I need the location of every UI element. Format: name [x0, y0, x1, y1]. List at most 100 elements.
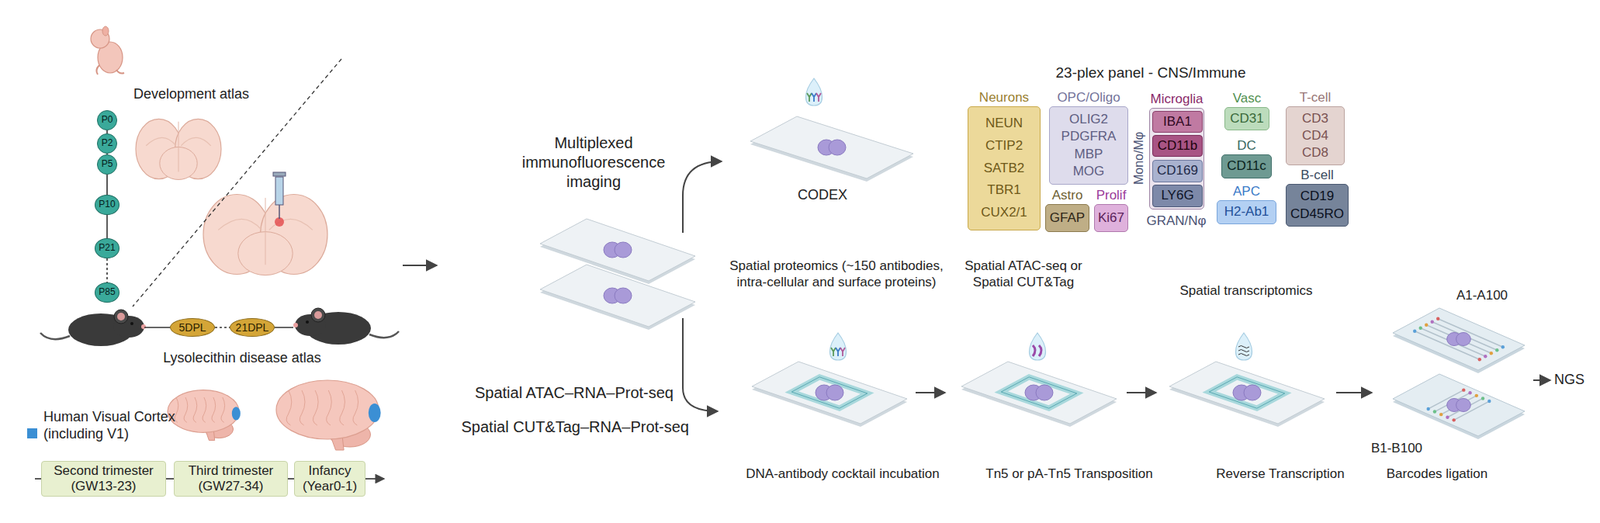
microchannel [1437, 318, 1504, 347]
node-text: P85 [98, 286, 115, 299]
group-heading: Neurons [979, 90, 1029, 106]
slide-face [961, 361, 1117, 424]
flow-arrow [1336, 391, 1372, 394]
microchannel [1414, 331, 1480, 360]
pup-ear [102, 26, 109, 36]
group-heading: B-cell [1300, 167, 1334, 184]
outlet [1481, 396, 1485, 400]
timeline-point: P5 [96, 154, 118, 175]
connector [214, 326, 230, 329]
marker-group-box: NeuronsNEUNCTIP2SATB2TBR1CUX2/1 [967, 106, 1041, 231]
drop-outline [1236, 332, 1253, 361]
gasket [791, 377, 868, 409]
connector [106, 174, 108, 195]
legend-swatch [27, 428, 38, 439]
marker-group-box: MicrogliaIBA1CD11bCD169LY6G [1149, 107, 1205, 210]
visual-cortex [232, 406, 241, 420]
visual-cortex [368, 403, 381, 423]
node-text: P0 [101, 114, 114, 127]
dashed-divider [132, 58, 342, 307]
antibody-icon [831, 347, 836, 357]
glass-slide [750, 116, 914, 182]
gyrus [312, 390, 319, 426]
barcode-chip [1392, 308, 1525, 374]
mouse-eye [130, 322, 134, 326]
marker-group-box: DCCD11c [1221, 154, 1272, 179]
node-text: CD31 [1229, 110, 1264, 128]
time-line [144, 326, 170, 329]
slide-face [1169, 361, 1325, 424]
inlet [1412, 329, 1417, 333]
node-text: CD169 [1156, 162, 1199, 180]
slide-face [540, 264, 696, 327]
glass-slide [540, 218, 696, 284]
inlet [1436, 317, 1440, 321]
midline [265, 197, 267, 265]
outlet [1487, 399, 1491, 403]
human-brain [167, 390, 241, 441]
node-text: (GW27-34) [197, 478, 264, 495]
transposase-icon [1032, 345, 1036, 357]
mouse-nose [141, 324, 146, 330]
figure-label: Multiplexed immunofluorescence imaging [516, 133, 672, 192]
flow-arrow [402, 264, 437, 267]
marker-group-box: AstroGFAP [1045, 204, 1090, 233]
tissue-section [828, 139, 846, 156]
midline [178, 121, 180, 173]
syringe-plunger [273, 172, 286, 177]
node-text: CD11c [1226, 157, 1267, 175]
gasket [1208, 377, 1285, 409]
node-text: P2 [101, 137, 114, 150]
marker-box: Infancy(Year0-1) [294, 460, 366, 498]
tissue-section [826, 384, 844, 401]
time-line [274, 326, 294, 329]
node-text: 21DPL [235, 320, 270, 335]
outlet [1483, 354, 1487, 358]
drop-outline [1029, 332, 1046, 361]
gyrus [202, 397, 207, 423]
figure-label: Spatial proteomics (~150 antibodies, int… [720, 257, 953, 291]
gasket-rim [791, 377, 868, 409]
mouse-ear-inner [314, 311, 323, 319]
tissue-section [614, 242, 632, 258]
antibody-icon [806, 93, 812, 102]
gyrus [286, 390, 292, 426]
node-text: CUX2/1 [980, 201, 1028, 225]
microchannel [1434, 392, 1471, 412]
figure-label: 23-plex panel - CNS/Immune [1056, 63, 1247, 83]
node-text: CTIP2 [985, 135, 1023, 158]
marker-box: IBA1 [1152, 110, 1203, 133]
cerebrum [276, 380, 379, 440]
node-text: IBA1 [1163, 113, 1192, 131]
connector [106, 258, 108, 283]
node-text: LY6G [1160, 187, 1194, 205]
figure-label: Spatial transcriptomics [1179, 282, 1313, 299]
legend-entry: Human Visual Cortex (including V1) [27, 408, 184, 443]
timeline-point: 21DPL [229, 318, 275, 337]
group-heading: T-cell [1299, 90, 1332, 106]
flow-arrow [682, 318, 718, 412]
inlet [1426, 407, 1431, 411]
oligo-icon [1238, 353, 1250, 357]
node-text: CD8 [1302, 144, 1329, 162]
flow-arrow [1533, 379, 1551, 381]
tissue-section [1456, 332, 1472, 347]
node-text: TBR1 [987, 179, 1021, 202]
mouse-eye [305, 320, 309, 324]
node-text: CD19 [1300, 187, 1334, 205]
node-text: Third trimester [188, 463, 274, 479]
adult-mouse [293, 308, 399, 345]
glass-slide [751, 361, 908, 427]
tissue-section [1456, 398, 1472, 413]
group-heading: OPC/Oligo [1056, 90, 1120, 106]
timeline-point: P21 [94, 238, 119, 259]
injected-coronal-brain [203, 172, 328, 276]
figure-label: B1-B100 [1371, 439, 1423, 457]
antibody-icon [835, 347, 841, 357]
marker-group-box: B-cellCD19CD45RO [1285, 183, 1349, 227]
mouse-tail [40, 332, 70, 340]
inlet [1452, 418, 1456, 422]
node-text: CD4 [1302, 127, 1329, 145]
pup-legs [96, 65, 125, 75]
drop-outline [806, 78, 823, 106]
